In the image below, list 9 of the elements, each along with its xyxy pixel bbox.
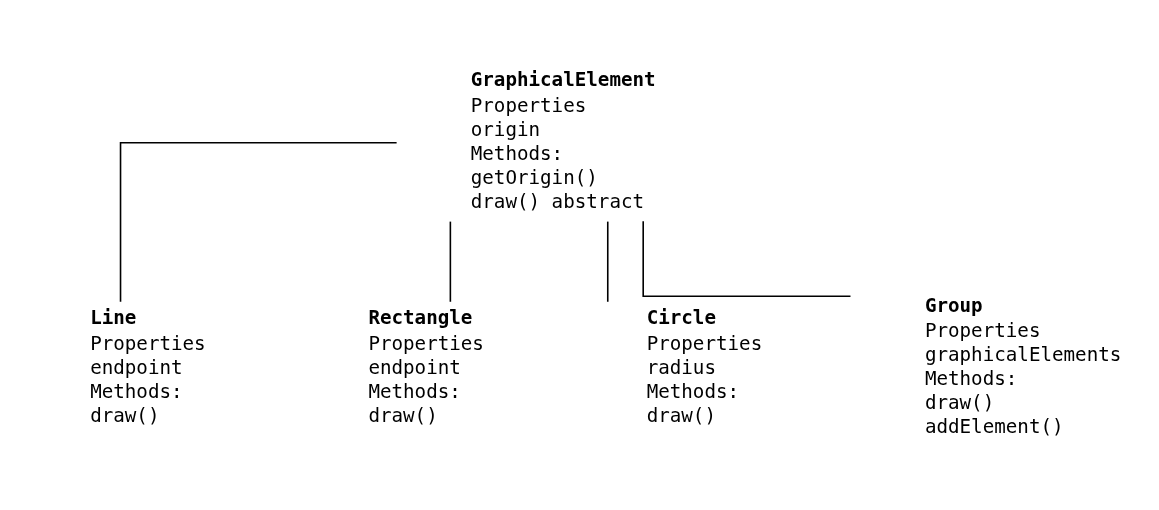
node-text: Circle Properties radius Methods: draw() <box>646 305 763 427</box>
node-text: Rectangle Properties endpoint Methods: draw() <box>368 305 484 427</box>
node-text: Group Properties graphicalElements Methods: draw() addElement() <box>924 293 1122 438</box>
node-text: GraphicalElement Properties origin Methods: getOrigin() draw() abstract <box>470 67 656 213</box>
connector <box>119 141 398 303</box>
connector <box>642 220 852 297</box>
connector <box>606 220 609 303</box>
connector <box>449 220 452 303</box>
node-text: Line Properties endpoint Methods: draw() <box>90 305 206 427</box>
